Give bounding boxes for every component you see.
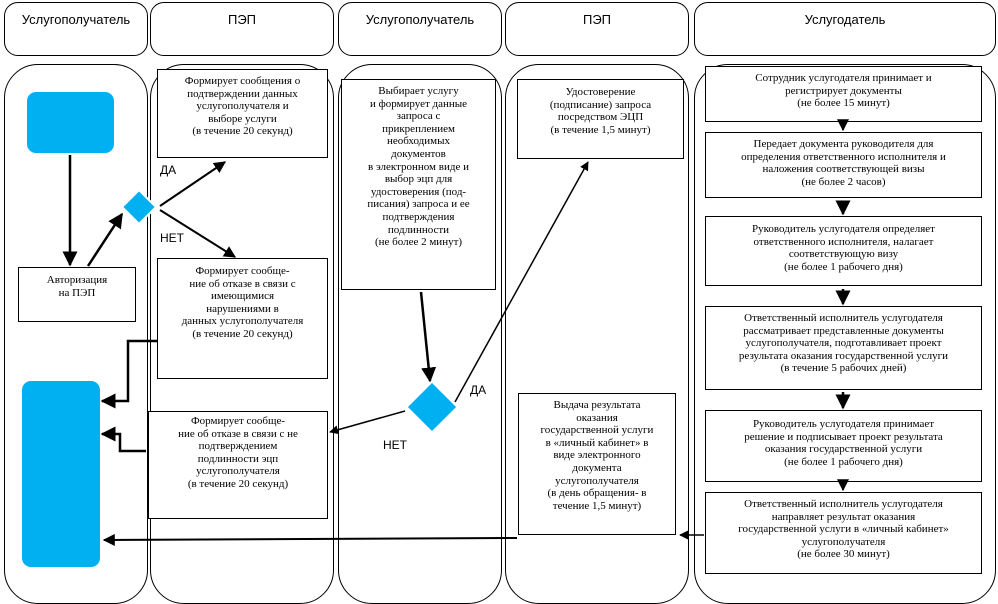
box-confirm-message: Формирует сообщения о подтверждении данн…: [157, 69, 328, 158]
box-select-service: Выбирает услугу и формирует данные запро…: [341, 79, 496, 290]
lane-header-provider: Услугодатель: [694, 2, 996, 56]
label-no-1: НЕТ: [160, 231, 184, 245]
arrow-refusal2-to-end: [100, 426, 146, 453]
box-refusal-eds: Формирует сообще- ние об отказе в связи …: [148, 411, 328, 519]
arrow-issue-to-end: [102, 533, 518, 546]
box-step-sign: Руководитель услугодателя принимает реше…: [705, 410, 982, 482]
box-step-assign: Руководитель услугодателя определяет отв…: [705, 216, 982, 286]
arrow-decision2-no: [329, 410, 406, 435]
end-terminal: [22, 381, 100, 567]
decision-diamond-1: [120, 188, 158, 226]
box-sign-request: Удостоверение (подписание) запроса посре…: [517, 79, 684, 159]
box-step-register: Сотрудник услугодателя принимает и регис…: [705, 66, 982, 122]
label-yes-2: ДА: [470, 383, 487, 397]
box-step-review: Ответственный исполнитель услугодателя р…: [705, 306, 982, 390]
arrow-auth-to-decision1: [86, 212, 124, 267]
arrow-refusal1-to-end: [100, 339, 157, 409]
flow-connectors: [62, 119, 851, 546]
lane-header-pep-2: ПЭП: [505, 2, 689, 56]
label-no-2: НЕТ: [383, 438, 407, 452]
lane-header-recipient-2: Услугополучатель: [338, 2, 502, 56]
lane-header-recipient-1: Услугополучатель: [4, 2, 148, 56]
arrow-decision2-yes: [454, 161, 589, 403]
box-step-send: Ответственный исполнитель услугодателя н…: [705, 492, 982, 574]
label-yes-1: ДА: [160, 163, 177, 177]
lane-header-pep-1: ПЭП: [150, 2, 334, 56]
arrow-decision1-no: [159, 209, 237, 258]
decision-diamond-2: [405, 380, 459, 434]
box-issue-result: Выдача результата оказания государственн…: [518, 393, 676, 535]
box-step-transfer: Передает документа руководителя для опре…: [705, 132, 982, 198]
box-refusal-violations: Формирует сообще- ние об отказе в связи …: [157, 258, 328, 379]
arrow-decision1-yes: [159, 161, 226, 207]
arrow-select-to-decision2: [419, 291, 437, 383]
box-authorization: Авторизация на ПЭП: [18, 267, 136, 322]
start-terminal: [27, 92, 114, 153]
